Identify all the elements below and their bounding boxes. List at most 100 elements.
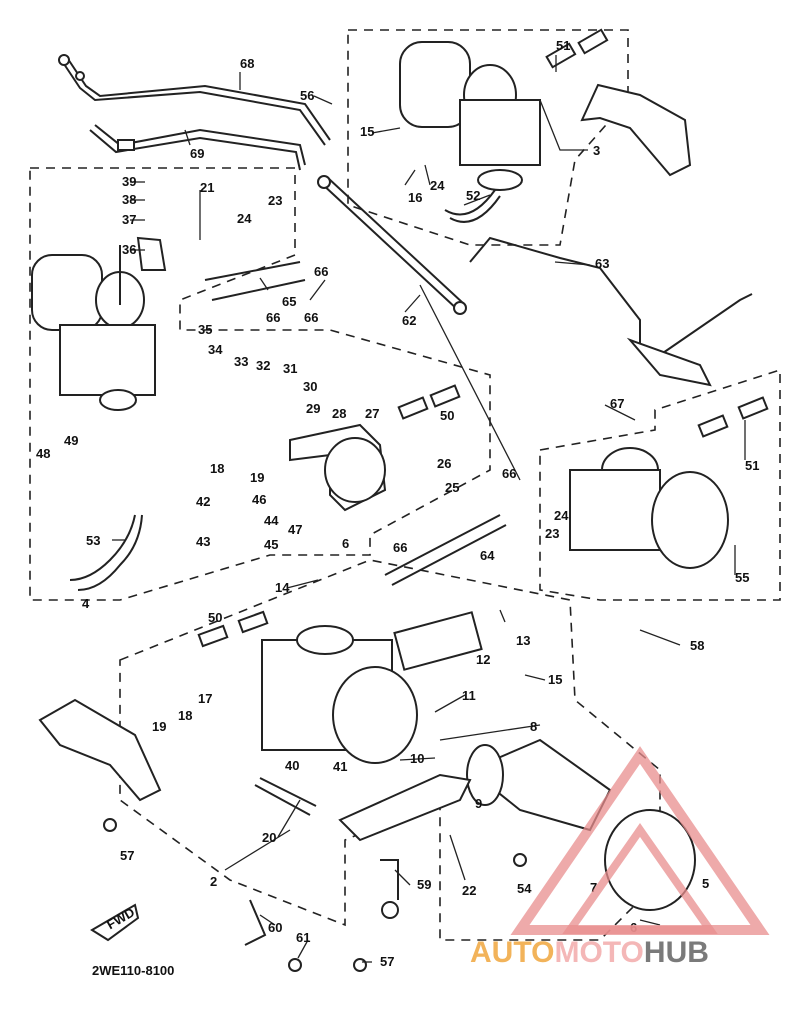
vacuum-chamber-assembly (289, 384, 461, 512)
part-number-18: 18 (210, 461, 224, 476)
part-number-59: 59 (417, 877, 431, 892)
part-number-41: 41 (333, 759, 347, 774)
part-number-51: 51 (745, 458, 759, 473)
part-number-38: 38 (122, 192, 136, 207)
part-number-32: 32 (256, 358, 270, 373)
part-number-45: 45 (264, 537, 278, 552)
cover-plate (604, 809, 696, 911)
front-direction-marker: FWD (90, 903, 140, 942)
part-number-36: 36 (122, 242, 136, 257)
part-number-26: 26 (437, 456, 451, 471)
part-number-27: 27 (365, 406, 379, 421)
part-number-21: 21 (200, 180, 214, 195)
part-number-22: 22 (462, 883, 476, 898)
part-number-24: 24 (430, 178, 445, 193)
watermark-auto: AUTO (470, 936, 554, 969)
part-number-23: 23 (545, 526, 559, 541)
part-number-3: 3 (593, 143, 600, 158)
part-number-29: 29 (306, 401, 320, 416)
part-number-53: 53 (86, 533, 100, 548)
part-number-14: 14 (275, 580, 290, 595)
part-number-57: 57 (380, 954, 394, 969)
part-number-11: 11 (462, 688, 476, 703)
part-number-19: 19 (250, 470, 264, 485)
part-number-61: 61 (296, 930, 310, 945)
part-number-40: 40 (285, 758, 299, 773)
part-number-37: 37 (122, 212, 136, 227)
carburetor-lower (197, 610, 483, 764)
part-number-6: 6 (342, 536, 349, 551)
hose-assembly (58, 54, 331, 171)
part-number-33: 33 (234, 354, 248, 369)
part-number-10: 10 (410, 751, 424, 766)
part-number-65: 65 (282, 294, 296, 309)
watermark-hub: HUB (644, 936, 709, 969)
part-number-8: 8 (530, 719, 537, 734)
carburetor-right (569, 396, 769, 569)
part-number-66: 66 (314, 264, 328, 279)
part-number-23: 23 (268, 193, 282, 208)
part-number-25: 25 (445, 480, 459, 495)
watermark-text: AUTOMOTOHUB (470, 936, 709, 969)
part-number-4: 4 (82, 596, 90, 611)
part-number-54: 54 (517, 881, 532, 896)
part-number-12: 12 (476, 652, 490, 667)
part-number-50: 50 (440, 408, 454, 423)
drawing-code: 2WE110-8100 (92, 963, 174, 978)
part-number-13: 13 (516, 633, 530, 648)
part-number-5: 5 (702, 876, 709, 891)
leader-lines (112, 55, 746, 963)
part-number-20: 20 (262, 830, 276, 845)
part-number-49: 49 (64, 433, 78, 448)
part-number-63: 63 (595, 256, 609, 271)
bracket-lower-left (38, 698, 162, 802)
carburetor-left (31, 236, 167, 591)
part-number-56: 56 (300, 88, 314, 103)
part-number-30: 30 (303, 379, 317, 394)
part-number-48: 48 (36, 446, 50, 461)
part-number-46: 46 (252, 492, 266, 507)
part-number-66: 66 (393, 540, 407, 555)
bracket-upper-right (580, 83, 692, 177)
watermark-logo: AUTOMOTOHUB (470, 746, 770, 969)
small-parts-lower (103, 777, 527, 972)
part-number-51: 51 (556, 38, 570, 53)
part-number-24: 24 (237, 211, 252, 226)
part-number-66: 66 (266, 310, 280, 325)
part-number-67: 67 (610, 396, 624, 411)
part-number-24: 24 (554, 508, 569, 523)
part-number-15: 15 (360, 124, 374, 139)
part-number-55: 55 (735, 570, 749, 585)
part-number-35: 35 (198, 322, 212, 337)
part-number-34: 34 (208, 342, 223, 357)
part-number-16: 16 (408, 190, 422, 205)
connecting-rod (317, 175, 467, 315)
throttle-link (469, 236, 753, 387)
part-number-31: 31 (283, 361, 297, 376)
part-number-18: 18 (178, 708, 192, 723)
part-number-47: 47 (288, 522, 302, 537)
part-number-64: 64 (480, 548, 495, 563)
part-number-7: 7 (590, 880, 597, 895)
carburetor-top-right (399, 28, 609, 223)
part-number-66: 66 (502, 466, 516, 481)
part-number-60: 60 (268, 920, 282, 935)
part-number-43: 43 (196, 534, 210, 549)
part-number-69: 69 (190, 146, 204, 161)
part-number-66: 66 (304, 310, 318, 325)
part-number-58: 58 (690, 638, 704, 653)
part-number-62: 62 (402, 313, 416, 328)
part-number-39: 39 (122, 174, 136, 189)
part-number-52: 52 (466, 188, 480, 203)
part-number-44: 44 (264, 513, 279, 528)
part-number-9: 9 (475, 796, 482, 811)
part-number-57: 57 (120, 848, 134, 863)
part-number-17: 17 (198, 691, 212, 706)
part-number-2: 2 (210, 874, 217, 889)
part-number-42: 42 (196, 494, 210, 509)
air-funnel (466, 738, 612, 832)
part-number-28: 28 (332, 406, 346, 421)
part-number-50: 50 (208, 610, 222, 625)
